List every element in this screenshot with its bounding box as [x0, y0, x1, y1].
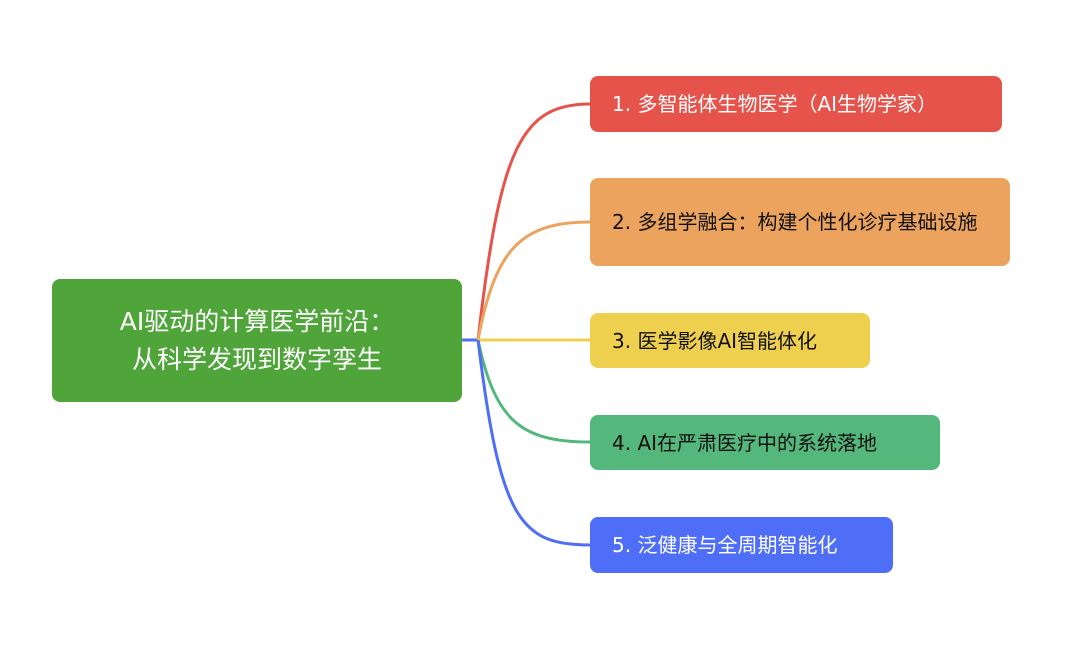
branch-topic-3[interactable]: 3. 医学影像AI智能体化: [590, 313, 870, 368]
connector-branch-4: [476, 339, 591, 444]
branch-topic-4[interactable]: 4. AI在严肃医疗中的系统落地: [590, 415, 940, 470]
connector-branch-5: [476, 339, 591, 547]
root-topic-line-1: AI驱动的计算医学前沿：: [119, 306, 395, 336]
branch-label: 1. 多智能体生物医学（AI生物学家）: [612, 92, 938, 116]
branch-topic-1[interactable]: 1. 多智能体生物医学（AI生物学家）: [590, 76, 1002, 132]
connector-branch-1: [476, 102, 591, 341]
branch-topic-2[interactable]: 2. 多组学融合：构建个性化诊疗基础设施: [590, 178, 1010, 266]
root-topic[interactable]: AI驱动的计算医学前沿： 从科学发现到数字孪生: [52, 279, 462, 402]
branch-label: 5. 泛健康与全周期智能化: [612, 533, 838, 557]
branch-label: 2. 多组学融合：构建个性化诊疗基础设施: [612, 210, 978, 234]
branch-label: 4. AI在严肃医疗中的系统落地: [612, 430, 878, 455]
connector-branch-2: [476, 220, 591, 341]
root-topic-line-2: 从科学发现到数字孪生: [131, 344, 382, 374]
branch-topic-5[interactable]: 5. 泛健康与全周期智能化: [590, 517, 893, 573]
branch-label: 3. 医学影像AI智能体化: [612, 328, 818, 353]
